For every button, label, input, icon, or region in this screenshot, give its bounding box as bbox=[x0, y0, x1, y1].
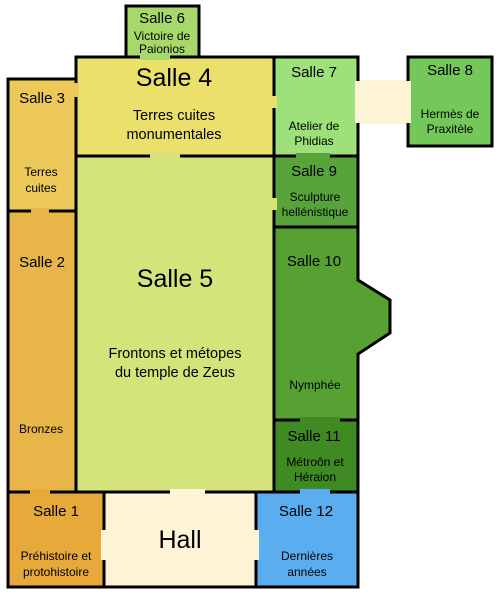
door-5-9 bbox=[271, 198, 277, 210]
door-4-7 bbox=[271, 96, 277, 108]
salle-8-name: Salle 8 bbox=[427, 62, 473, 79]
door-hall-1 bbox=[101, 530, 107, 560]
salle-1-name: Salle 1 bbox=[33, 503, 79, 520]
salle-3-line1: Terres bbox=[24, 165, 57, 179]
door-hall-5 bbox=[170, 489, 205, 495]
salle-5-line2: du temple de Zeus bbox=[115, 365, 235, 381]
salle-9-line1: Sculpture bbox=[290, 190, 341, 204]
salle-4-name: Salle 4 bbox=[136, 64, 213, 92]
salle-9-name: Salle 9 bbox=[291, 163, 337, 180]
door-7-8-west bbox=[355, 81, 361, 123]
salle-5-line1: Frontons et métopes bbox=[109, 346, 242, 362]
salle-12-line1: Dernières bbox=[281, 549, 333, 563]
salle-1-line1: Préhistoire et bbox=[21, 549, 92, 563]
salle-11-name: Salle 11 bbox=[287, 428, 340, 445]
door-2-3 bbox=[31, 208, 49, 214]
salle-2-name: Salle 2 bbox=[19, 254, 65, 271]
salle-8-line2: Praxitèle bbox=[427, 122, 474, 136]
door-7-8-east bbox=[405, 81, 411, 123]
corridor-7-8 bbox=[356, 80, 408, 124]
door-hall-12 bbox=[253, 530, 259, 560]
room-salle-5[interactable] bbox=[74, 154, 276, 494]
door-7-9 bbox=[296, 153, 330, 159]
salle-3-line2: cuites bbox=[25, 181, 56, 195]
door-11-12 bbox=[300, 489, 330, 495]
salle-7-line2: Phidias bbox=[294, 134, 333, 148]
salle-8-line1: Hermès de bbox=[421, 107, 480, 121]
salle-4-line1: Terres cuites bbox=[133, 108, 215, 124]
salle-1-line2: protohistoire bbox=[23, 565, 89, 579]
salle-10-line1: Nymphée bbox=[289, 378, 341, 392]
door-3-4 bbox=[73, 83, 79, 97]
salle-12-line2: années bbox=[287, 565, 326, 579]
salle-11-line2: Héraion bbox=[294, 470, 336, 484]
salle-10-name: Salle 10 bbox=[287, 253, 341, 270]
salle-3-name: Salle 3 bbox=[19, 90, 65, 107]
salle-11-line1: Métroôn et bbox=[286, 455, 344, 469]
door-1-2 bbox=[30, 489, 50, 495]
door-10-11 bbox=[300, 417, 340, 423]
salle-6-line1: Victoire de bbox=[134, 29, 191, 43]
hall-name: Hall bbox=[158, 526, 201, 554]
door-4-5 bbox=[150, 153, 180, 159]
door-4-6 bbox=[140, 54, 170, 60]
salle-7-line1: Atelier de bbox=[289, 119, 340, 133]
salle-4-line2: monumentales bbox=[126, 127, 221, 143]
salle-7-name: Salle 7 bbox=[291, 64, 337, 81]
salle-5-name: Salle 5 bbox=[137, 265, 213, 293]
salle-6-line2: Paionios bbox=[139, 42, 185, 56]
salle-9-line2: hellénistique bbox=[282, 205, 349, 219]
salle-2-line1: Bronzes bbox=[19, 422, 63, 436]
salle-6-name: Salle 6 bbox=[139, 10, 185, 27]
salle-12-name: Salle 12 bbox=[279, 503, 333, 520]
